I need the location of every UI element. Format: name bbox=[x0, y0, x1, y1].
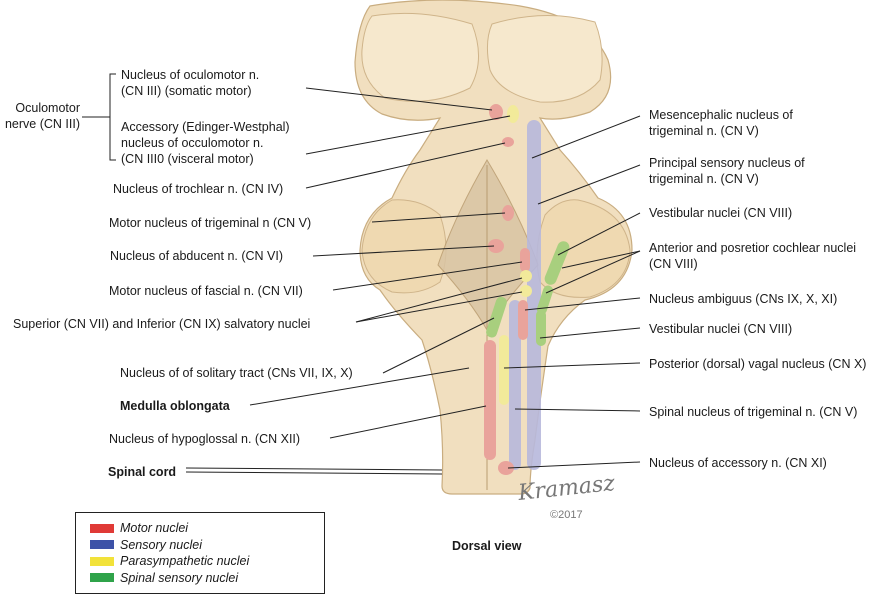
legend-item-motor: Motor nuclei bbox=[90, 520, 324, 537]
label-edinger-westphal: Accessory (Edinger-Westphal)nucleus of o… bbox=[121, 120, 290, 166]
label-ambiguus: Nucleus ambiguus (CNs IX, X, XI) bbox=[649, 292, 838, 306]
inferior-salivatory-nucleus bbox=[520, 285, 532, 297]
label-motor-facial: Motor nucleus of fascial n. (CN VII) bbox=[109, 284, 303, 298]
label-cochlear: Anterior and posretior cochlear nuclei(C… bbox=[649, 241, 857, 271]
spinal-trigeminal-column bbox=[509, 300, 521, 470]
copyright: ©2017 bbox=[550, 509, 583, 521]
nuclei bbox=[484, 104, 570, 475]
superior-colliculus-right bbox=[486, 14, 603, 103]
solitary-nucleus bbox=[486, 296, 507, 338]
legend-swatch bbox=[90, 573, 114, 583]
label-accessory: Nucleus of accessory n. (CN XI) bbox=[649, 456, 827, 470]
abducent-nucleus bbox=[488, 239, 504, 253]
leader-lines bbox=[82, 73, 641, 475]
label-vestibular-lower: Vestibular nuclei (CN VIII) bbox=[649, 322, 793, 336]
ambiguus-nucleus bbox=[518, 300, 528, 340]
dorsal-vagal-nucleus bbox=[499, 335, 509, 405]
bracket-oculomotor bbox=[109, 73, 116, 161]
label-oculomotor-nucleus: Nucleus of oculomotor n.(CN III) (somati… bbox=[121, 68, 260, 98]
vestibular-nucleus-lower bbox=[536, 310, 546, 346]
label-spinal-cord: Spinal cord bbox=[108, 465, 177, 479]
trochlear-nucleus bbox=[502, 137, 514, 147]
motor-facial-nucleus bbox=[520, 248, 530, 272]
view-caption: Dorsal view bbox=[452, 539, 522, 553]
superior-salivatory-nucleus bbox=[520, 270, 532, 282]
cochlear-nucleus bbox=[536, 285, 554, 315]
edinger-westphal-nucleus bbox=[507, 105, 519, 123]
label-trochlear: Nucleus of trochlear n. (CN IV) bbox=[113, 182, 284, 196]
superior-colliculus-left bbox=[361, 12, 480, 102]
legend-swatch bbox=[90, 540, 114, 550]
label-vestibular-upper: Vestibular nuclei (CN VIII) bbox=[649, 206, 793, 220]
sensory-column bbox=[527, 120, 541, 470]
legend-item-sensory: Sensory nuclei bbox=[90, 537, 324, 554]
label-motor-trigeminal: Motor nucleus of trigeminal n (CN V) bbox=[109, 216, 312, 230]
label-dorsal-vagal: Posterior (dorsal) vagal nucleus (CN X) bbox=[649, 357, 867, 371]
accessory-nucleus bbox=[498, 461, 514, 475]
hypoglossal-nucleus bbox=[484, 340, 496, 460]
label-salivatory: Superior (CN VII) and Inferior (CN IX) s… bbox=[13, 317, 311, 331]
legend-swatch bbox=[90, 556, 114, 566]
legend-swatch bbox=[90, 523, 114, 533]
label-medulla-oblongata: Medulla oblongata bbox=[120, 399, 230, 413]
motor-trigeminal-nucleus bbox=[502, 205, 514, 221]
label-solitary-tract: Nucleus of of solitary tract (CNs VII, I… bbox=[120, 366, 353, 380]
legend-item-parasympathetic: Parasympathetic nuclei bbox=[90, 553, 324, 570]
label-spinal-trigeminal: Spinal nucleus of trigeminal n. (CN V) bbox=[649, 405, 858, 419]
label-abducent: Nucleus of abducent n. (CN VI) bbox=[110, 249, 283, 263]
peduncle-left bbox=[361, 199, 447, 294]
oculomotor-nucleus bbox=[489, 104, 503, 120]
peduncle-right bbox=[536, 199, 631, 298]
label-hypoglossal: Nucleus of hypoglossal n. (CN XII) bbox=[109, 432, 301, 446]
legend-item-spinal-sensory: Spinal sensory nuclei bbox=[90, 570, 324, 587]
legend: Motor nuclei Sensory nuclei Parasympathe… bbox=[75, 512, 325, 594]
